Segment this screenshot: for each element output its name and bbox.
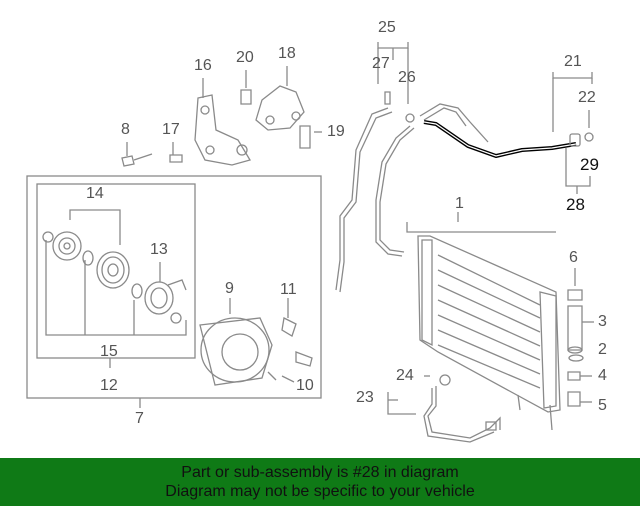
callout-23: 23 [356, 389, 374, 406]
banner-disclaimer-line: Diagram may not be specific to your vehi… [165, 483, 475, 500]
callout-7: 7 [135, 410, 144, 427]
callout-29: 29 [580, 155, 599, 174]
callout-2: 2 [598, 341, 607, 358]
callout-4: 4 [598, 367, 607, 384]
callout-14: 14 [86, 185, 104, 202]
callout-27: 27 [372, 55, 390, 72]
callout-19: 19 [327, 123, 345, 140]
callout-24: 24 [396, 367, 414, 384]
callout-25: 25 [378, 19, 396, 36]
banner-part-line: Part or sub-assembly is #28 in diagram [181, 464, 459, 481]
callout-20: 20 [236, 49, 254, 66]
callout-6: 6 [569, 249, 578, 266]
callout-5: 5 [598, 397, 607, 414]
callout-3: 3 [598, 313, 607, 330]
callout-17: 17 [162, 121, 180, 138]
callout-18: 18 [278, 45, 296, 62]
parts-diagram [26, 42, 594, 443]
callout-26: 26 [398, 69, 416, 86]
callout-12: 12 [100, 377, 118, 394]
callout-11: 11 [280, 281, 297, 298]
callout-1: 1 [455, 195, 464, 212]
callout-9: 9 [225, 280, 234, 297]
callout-28: 28 [566, 195, 585, 214]
info-banner: Part or sub-assembly is #28 in diagram D… [0, 458, 640, 506]
callout-21: 21 [564, 53, 582, 70]
callout-15: 15 [100, 343, 118, 360]
callout-22: 22 [578, 89, 596, 106]
clutch-kit-inner-box [36, 183, 196, 359]
compressor-kit-outer-box [26, 175, 322, 399]
callout-8: 8 [121, 121, 130, 138]
callout-16: 16 [194, 57, 212, 74]
callout-10: 10 [296, 377, 314, 394]
callout-13: 13 [150, 241, 168, 258]
